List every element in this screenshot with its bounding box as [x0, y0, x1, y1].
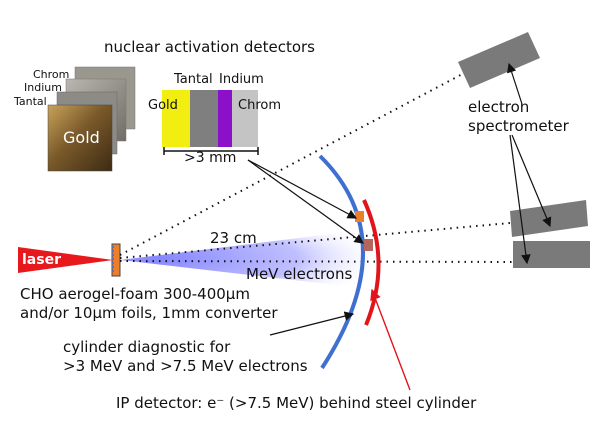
target-description-line2: and/or 10µm foils, 1mm converter: [20, 304, 278, 322]
steel-cylinder: [318, 154, 365, 370]
dotted-line-bottom: [119, 260, 516, 263]
target-description-line1: CHO aerogel-foam 300-400µm: [20, 285, 250, 303]
ip-detector-label: IP detector: e⁻ (>7.5 MeV) behind steel …: [116, 394, 477, 412]
strip-stack: [162, 90, 258, 147]
arrow-strips-b: [247, 159, 364, 244]
activation-detector-a: [355, 211, 364, 222]
foil-photo-stack: [47, 66, 136, 172]
distance-label: 23 cm: [210, 229, 257, 247]
electron-beam: [120, 228, 390, 290]
strip-label-gold: Gold: [148, 98, 178, 113]
arrow-cylinder: [269, 311, 355, 336]
strip-label-tantal: Tantal: [174, 72, 213, 87]
dotted-line-top: [119, 69, 471, 256]
foil-label-tantal: Tantal: [14, 95, 47, 108]
cylinder-description-line1: cylinder diagnostic for: [63, 338, 231, 356]
dotted-line-mid: [119, 222, 511, 259]
ip-detector: [362, 199, 381, 326]
spectrometer-label-line2: spectrometer: [468, 117, 569, 135]
spectrometer-box-top: [458, 32, 540, 88]
strip-label-chrom: Chrom: [238, 98, 281, 113]
laser-beam: [18, 247, 113, 273]
foil-label-indium: Indium: [24, 81, 62, 94]
strip-label-indium: Indium: [219, 72, 264, 87]
arrow-spectrometer-mid: [511, 134, 552, 228]
foil-label-gold: Gold: [63, 128, 100, 147]
spectrometer-box-mid: [510, 200, 588, 237]
arrow-ip-detector: [370, 288, 411, 391]
diagram-title: nuclear activation detectors: [104, 38, 315, 56]
laser-label: laser: [22, 252, 61, 268]
thickness-label: >3 mm: [184, 150, 237, 166]
arrow-strips-a: [247, 159, 358, 219]
arrow-spectrometer-top: [507, 62, 523, 105]
beam-label: MeV electrons: [246, 265, 353, 283]
activation-detector-b: [364, 239, 373, 251]
foil-label-chrom: Chrom: [33, 68, 70, 81]
cylinder-description-line2: >3 MeV and >7.5 MeV electrons: [63, 357, 308, 375]
arrow-spectrometer-bottom: [509, 134, 531, 265]
spectrometer-label-line1: electron: [468, 98, 530, 116]
